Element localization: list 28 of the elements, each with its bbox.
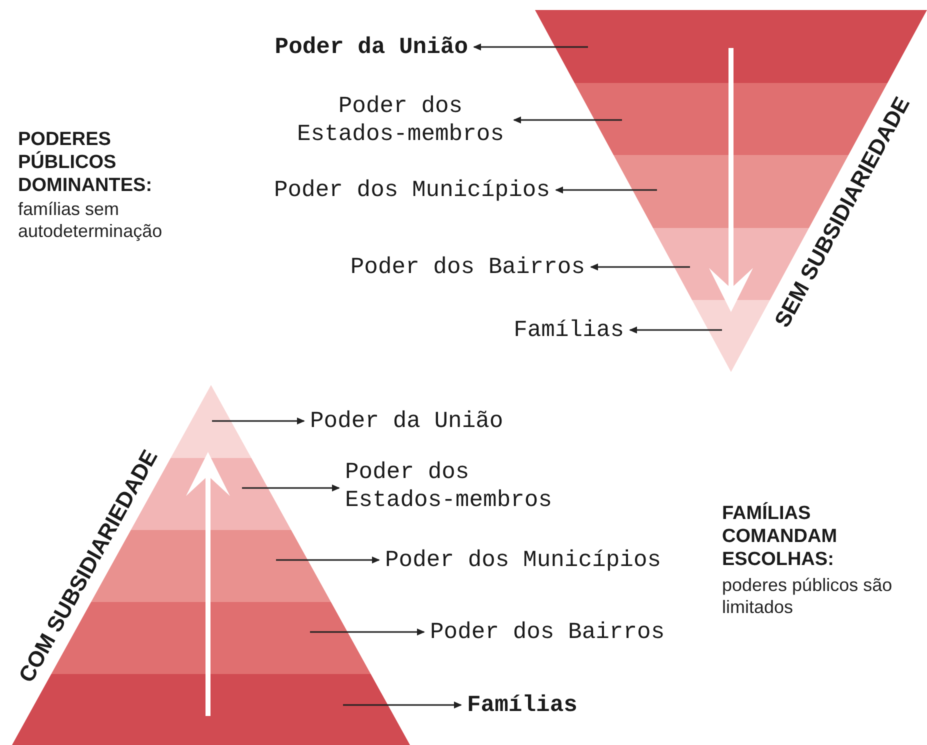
level-label: Poder da União	[274, 33, 468, 61]
arrow	[590, 264, 690, 270]
arrow	[310, 628, 425, 636]
arrow	[473, 44, 588, 50]
level-label: Poder dos Bairros	[350, 253, 585, 281]
arrow	[343, 702, 462, 708]
level-label: Poder dos Estados-membros	[293, 92, 508, 148]
arrow	[212, 418, 305, 424]
level-label: Poder dos Municípios	[385, 546, 662, 574]
arrow	[629, 326, 722, 334]
block-arrow	[186, 452, 230, 716]
arrow	[276, 556, 380, 564]
block-arrow	[709, 48, 753, 312]
arrow	[555, 186, 657, 194]
level-label: Poder da União	[310, 407, 504, 435]
note-text: famílias sem autodeterminação	[18, 198, 164, 242]
note-text: poderes públicos são limitados	[722, 574, 894, 618]
level-label: Poder dos Bairros	[430, 618, 665, 646]
arrow	[513, 116, 622, 124]
note-heading: PODERES PÚBLICOS DOMINANTES:	[18, 128, 154, 197]
level-label: Famílias	[467, 691, 578, 719]
pyramid-band	[535, 10, 927, 83]
pyramid-band	[170, 385, 252, 458]
level-label: Poder dos Estados-membros	[345, 458, 560, 514]
level-label: Poder dos Municípios	[274, 176, 550, 204]
level-label: Famílias	[514, 316, 624, 344]
arrow	[242, 484, 340, 492]
note-text: FAMÍLIAS COMANDAM ESCOLHAS:	[722, 502, 838, 571]
